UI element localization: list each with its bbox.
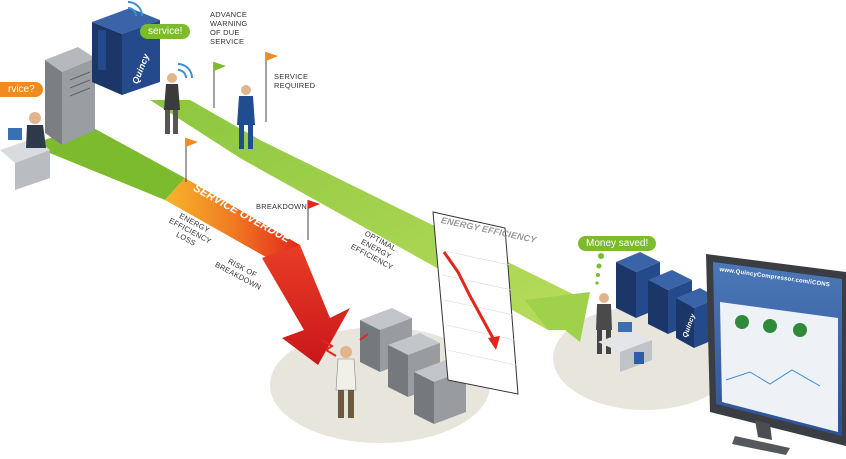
left-desk-worker	[0, 112, 50, 190]
service-overdue-band	[165, 178, 300, 265]
alert-spark-icon	[321, 333, 369, 357]
energy-efficiency-chart	[432, 211, 519, 395]
stressed-person	[335, 346, 357, 418]
green-path-lower	[30, 125, 185, 200]
quincy-compressor-top	[92, 8, 160, 95]
left-server	[45, 47, 95, 145]
thought-dots	[595, 253, 604, 285]
red-breakdown-arrow	[262, 245, 350, 365]
service-technician	[237, 85, 255, 149]
saved-desk	[598, 322, 652, 372]
flag-advance-warning	[213, 62, 226, 108]
wifi-icon	[127, 1, 193, 79]
flag-breakdown	[307, 200, 320, 240]
monitoring-dashboard-monitor	[706, 254, 846, 455]
label-breakdown: BREAKDOWN	[256, 202, 307, 211]
label-service-required: SERVICE REQUIRED	[274, 72, 316, 90]
label-advance-warning: ADVANCE WARNING OF DUE SERVICE	[210, 10, 248, 46]
green-arrow-head	[525, 292, 590, 342]
efficiency-decline-line	[442, 251, 496, 341]
bubble-service-notify: service!	[140, 24, 191, 39]
bubble-money-saved: Money saved!	[578, 236, 657, 251]
broken-compressors	[360, 308, 466, 424]
manager-with-phone	[164, 73, 180, 134]
flag-service-required	[265, 52, 278, 122]
flag-overdue	[185, 138, 198, 182]
bubble-service-question: rvice?	[0, 82, 43, 97]
